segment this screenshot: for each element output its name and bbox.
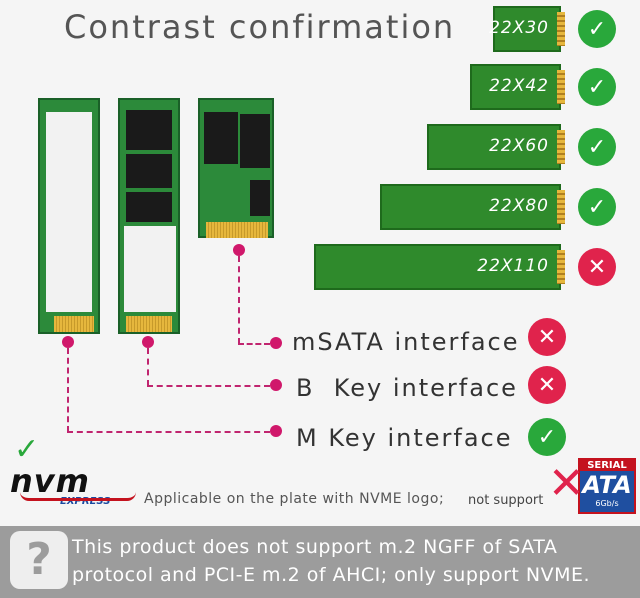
ssd-chip: [126, 154, 172, 188]
size-label: 22X80: [489, 196, 549, 216]
b-key-ssd-image: [118, 98, 180, 334]
leader-dot: [142, 336, 154, 348]
page-title: Contrast confirmation: [64, 8, 456, 46]
sata-logo-sub: 6Gb/s: [595, 499, 619, 508]
ssd-connector: [126, 316, 172, 332]
check-icon: ✓: [578, 128, 616, 166]
check-mark-icon: ✓: [14, 432, 40, 467]
leader-line: [147, 348, 149, 386]
footer-banner: [0, 526, 640, 598]
check-icon: ✓: [578, 10, 616, 48]
leader-dot: [270, 425, 282, 437]
leader-line: [238, 343, 270, 345]
leader-line: [67, 348, 69, 432]
nvme-swoosh: [20, 492, 136, 501]
ssd-connector: [206, 222, 268, 238]
size-card-22x80: 22X80: [380, 184, 565, 230]
nvme-note: Applicable on the plate with NVME logo;: [144, 491, 445, 507]
interface-label-b-key: B Key interface: [296, 374, 518, 402]
nvme-logo-sub: EXPRESS: [60, 496, 111, 507]
interface-label-msata: mSATA interface: [292, 328, 520, 356]
check-icon: ✓: [578, 188, 616, 226]
ssd-label-sticker: [46, 112, 92, 312]
size-card-22x42: 22X42: [470, 64, 565, 110]
leader-dot: [270, 337, 282, 349]
msata-ssd-image: [198, 98, 274, 238]
size-label: 22X30: [489, 18, 549, 38]
leader-line: [67, 431, 270, 433]
ssd-label-sticker: [124, 226, 176, 312]
leader-dot: [62, 336, 74, 348]
size-card-22x30: 22X30: [489, 6, 565, 52]
footer-line-1: This product does not support m.2 NGFF o…: [72, 536, 558, 558]
check-icon: ✓: [578, 68, 616, 106]
size-card-22x110: 22X110: [314, 244, 565, 290]
ssd-chip: [126, 192, 172, 222]
size-label: 22X110: [477, 256, 549, 276]
size-label: 22X42: [489, 76, 549, 96]
question-icon: ?: [10, 531, 68, 589]
sata-logo-top: SERIAL: [580, 460, 634, 471]
m-key-ssd-image: [38, 98, 100, 334]
ssd-chip: [240, 114, 270, 168]
ssd-chip: [126, 110, 172, 150]
ssd-chip: [250, 180, 270, 216]
leader-dot: [233, 244, 245, 256]
nvme-logo: nvm EXPRESS: [10, 462, 136, 508]
cross-icon: ✕: [578, 248, 616, 286]
check-icon: ✓: [528, 418, 566, 456]
leader-line: [238, 256, 240, 344]
ssd-connector: [54, 316, 94, 332]
cross-icon: ✕: [528, 318, 566, 356]
size-label: 22X60: [489, 136, 549, 156]
leader-line: [147, 385, 270, 387]
cross-icon: ✕: [528, 366, 566, 404]
not-support-label: not support: [468, 493, 544, 508]
footer-line-2: protocol and PCI-E m.2 of AHCI; only sup…: [72, 564, 591, 586]
red-x-icon: ✕: [548, 458, 585, 509]
ssd-chip: [204, 112, 238, 164]
leader-dot: [270, 379, 282, 391]
size-card-22x60: 22X60: [427, 124, 565, 170]
sata-logo-main: ATA: [582, 471, 632, 499]
sata-logo: SERIAL ATA 6Gb/s: [578, 458, 636, 514]
interface-label-m-key: M Key interface: [296, 424, 513, 452]
